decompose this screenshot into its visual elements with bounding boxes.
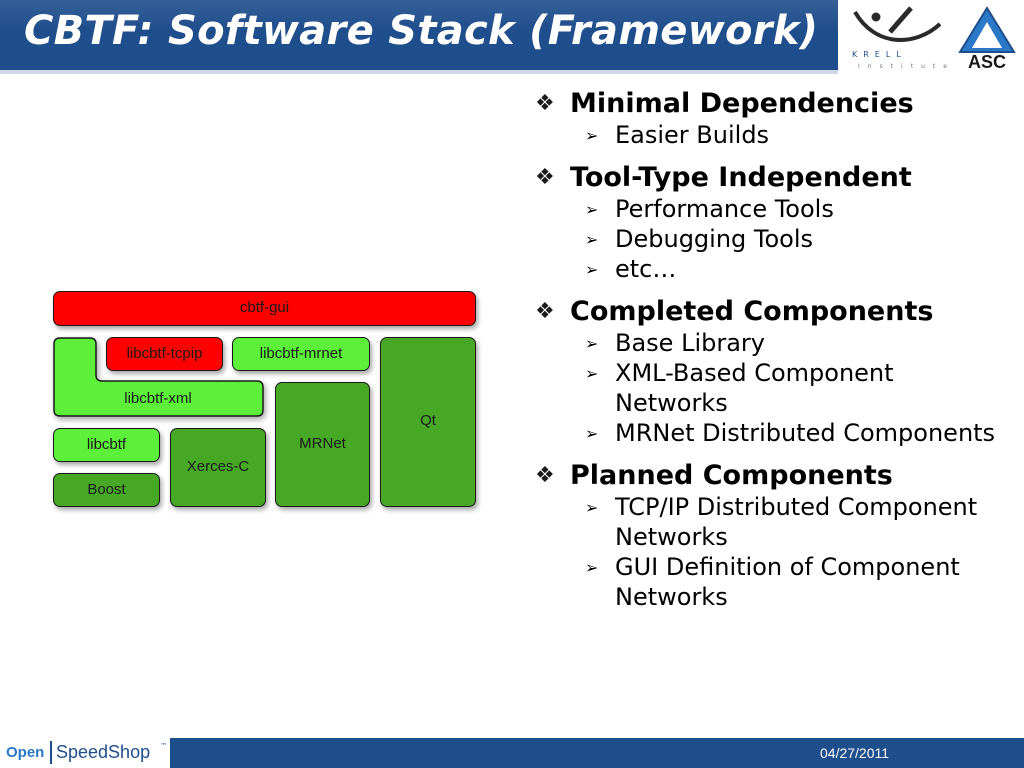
bullet-heading-text: Completed Components — [570, 296, 934, 327]
title-bar: CBTF: Software Stack (Framework) — [0, 0, 838, 70]
bullet-item-text: XML-Based Component Networks — [615, 359, 894, 417]
title-underline — [0, 70, 838, 74]
block-libcbtf-mrnet: libcbtf-mrnet — [232, 337, 370, 371]
bullet-heading-text: Tool-Type Independent — [570, 162, 912, 193]
krell-wordmark: KRELL — [852, 50, 907, 59]
title-bar-shine — [0, 0, 838, 30]
diamond-bullet-icon: ❖ — [535, 463, 555, 488]
block-xerces: Xerces-C — [170, 428, 266, 507]
asc-wordmark: ASC — [968, 52, 1006, 70]
block-mrnet-label: MRNet — [299, 435, 346, 452]
bullet-item: ➢ TCP/IP Distributed Component Networks — [535, 492, 1005, 552]
block-libcbtf-tcpip: libcbtf-tcpip — [106, 337, 223, 371]
bullet-heading: ❖ Tool-Type Independent — [535, 162, 1005, 194]
footer-brand-speedshop: SpeedShop — [56, 742, 151, 762]
bullet-item: ➢ Performance Tools — [535, 194, 1005, 224]
footer-logo-area — [0, 738, 170, 768]
block-cbtf-gui: cbtf-gui — [53, 291, 476, 326]
footer-trademark: ™ — [160, 742, 167, 750]
bullet-item-text: etc… — [615, 255, 677, 283]
bullet-heading: ❖ Minimal Dependencies — [535, 88, 1005, 120]
block-xerces-label: Xerces-C — [186, 458, 250, 475]
bullet-heading-text: Minimal Dependencies — [570, 88, 914, 119]
bullet-item-text: Base Library — [615, 329, 765, 357]
bullet-heading: ❖ Completed Components — [535, 296, 1005, 328]
bullet-item: ➢ GUI Definition of Component Networks — [535, 552, 1005, 612]
diamond-bullet-icon: ❖ — [535, 299, 555, 324]
bullet-list: ❖ Minimal Dependencies ➢ Easier Builds ❖ … — [535, 88, 1005, 612]
arrow-bullet-icon: ➢ — [585, 558, 599, 577]
bullet-item: ➢ MRNet Distributed Components — [535, 418, 1005, 448]
krell-logo — [853, 6, 942, 42]
diamond-bullet-icon: ❖ — [535, 165, 555, 190]
diamond-bullet-icon: ❖ — [535, 91, 555, 116]
footer-brand-separator — [50, 741, 52, 764]
bullet-heading: ❖ Planned Components — [535, 460, 1005, 492]
asc-logo: ASC — [958, 6, 1016, 70]
bullet-item-text: Performance Tools — [615, 195, 834, 223]
footer-brand-open: Open — [6, 744, 45, 761]
block-cbtf-gui-label: cbtf-gui — [239, 299, 290, 316]
block-boost: Boost — [53, 473, 160, 507]
krell-subtitle: Institute — [858, 63, 955, 70]
bullet-heading-text: Planned Components — [570, 460, 893, 491]
block-qt: Qt — [380, 337, 476, 507]
bullet-item: ➢ Easier Builds — [535, 120, 1005, 150]
bullet-item: ➢ Debugging Tools — [535, 224, 1005, 254]
slide-title: CBTF: Software Stack (Framework) — [24, 8, 819, 54]
bullet-item-text: Debugging Tools — [615, 225, 814, 253]
footer-date: 04/27/2011 — [820, 745, 890, 761]
bullet-item-text: MRNet Distributed Components — [615, 419, 996, 447]
block-libcbtf: libcbtf — [53, 428, 160, 462]
bullet-item-text: Easier Builds — [615, 121, 770, 149]
footer-bar — [0, 738, 1024, 768]
block-boost-label: Boost — [87, 481, 126, 498]
arrow-bullet-icon: ➢ — [585, 200, 599, 219]
block-libcbtf-label: libcbtf — [86, 436, 127, 453]
bullet-item-text: TCP/IP Distributed Component Networks — [615, 493, 978, 551]
bullet-item: ➢ XML-Based Component Networks — [535, 358, 1005, 418]
arrow-bullet-icon: ➢ — [585, 498, 599, 517]
bullet-item: ➢ etc… — [535, 254, 1005, 284]
bullet-item: ➢ Base Library — [535, 328, 1005, 358]
bullet-item-text: GUI Definition of Component Networks — [615, 553, 960, 611]
block-qt-label: Qt — [420, 412, 436, 429]
block-mrnet: MRNet — [275, 382, 370, 507]
arrow-bullet-icon: ➢ — [585, 260, 599, 279]
block-libcbtf-xml-label: libcbtf-xml — [124, 390, 192, 407]
block-libcbtf-tcpip-label: libcbtf-tcpip — [126, 345, 203, 362]
block-libcbtf-mrnet-label: libcbtf-mrnet — [259, 345, 343, 362]
arrow-bullet-icon: ➢ — [585, 334, 599, 353]
arrow-bullet-icon: ➢ — [585, 364, 599, 383]
arrow-bullet-icon: ➢ — [585, 126, 599, 145]
block-libcbtf-xml — [53, 337, 264, 417]
arrow-bullet-icon: ➢ — [585, 424, 599, 443]
arrow-bullet-icon: ➢ — [585, 230, 599, 249]
